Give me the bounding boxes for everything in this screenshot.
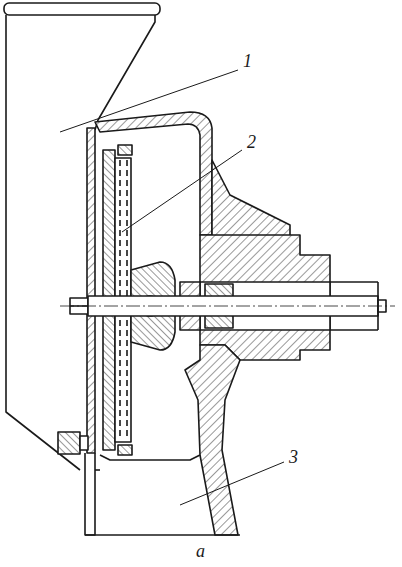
callout-number: 2	[247, 133, 256, 151]
view-letter: а	[196, 542, 205, 560]
callout-number: 3	[289, 448, 298, 466]
callout-number: 1	[243, 52, 252, 70]
